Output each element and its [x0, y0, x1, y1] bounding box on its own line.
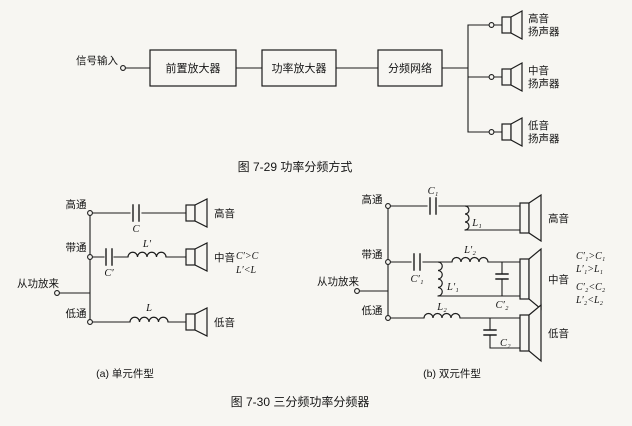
b-note-2: L′₁>L₁: [575, 264, 603, 275]
b-C1-label: C₁: [428, 186, 439, 197]
a-capacitor-C: [132, 204, 140, 222]
b-woofer-speaker-icon: [519, 303, 542, 363]
b-midrange-label: 中音: [548, 273, 569, 286]
b-capacitor-C1: [429, 197, 437, 215]
fig30-caption: 图 7-30 三分频功率分频器: [231, 394, 370, 409]
b-lowpass-terminal: [385, 315, 391, 321]
woofer-terminal: [488, 129, 495, 135]
b-L1prime-label: L′₁: [446, 282, 459, 293]
crossover-network-label: 分频网络: [388, 61, 432, 75]
tweeter-label-line2: 扬声器: [528, 25, 560, 38]
b-C2prime-label: C′₂: [496, 300, 509, 311]
a-woofer-speaker-icon: [185, 307, 208, 337]
crossover-network-block: [377, 49, 443, 87]
b-wires: [358, 205, 521, 349]
b-C1prime-label: C′₁: [411, 274, 424, 285]
a-capacitor-Cprime: [105, 248, 113, 266]
b-tweeter-speaker-icon: [519, 193, 542, 243]
b-coil-L1: [464, 205, 470, 231]
b-input-terminal: [354, 288, 360, 294]
tweeter-terminal: [488, 22, 495, 28]
b-note-1: C′₁>C₁: [576, 251, 605, 262]
b-L2prime-label: L′₂: [463, 245, 476, 256]
a-highpass-terminal: [87, 210, 93, 216]
b-tweeter-label: 高音: [548, 212, 569, 225]
midrange-label-line1: 中音: [528, 64, 549, 77]
fig-7-30b: 高通 带通 低通 从功放来 C₁ L₁ C′₁ L′₁ L′₂ C′₂ L₂ C…: [317, 186, 606, 380]
a-note-1: C′>C: [236, 251, 259, 262]
b-coil-L2prime: [451, 256, 489, 263]
a-tweeter-label: 高音: [214, 207, 235, 220]
a-cap-Cprime-label: C′: [104, 268, 114, 279]
preamp-block: [149, 49, 237, 87]
a-wires: [58, 212, 187, 323]
woofer-label-line1: 低音: [528, 119, 549, 132]
a-note-2: L′<L: [235, 265, 256, 276]
b-capacitor-C2prime: [495, 273, 509, 280]
b-bandpass-terminal: [385, 259, 391, 265]
power-amp-block: [261, 49, 337, 87]
midrange-label-line2: 扬声器: [528, 77, 560, 90]
tweeter-label-line1: 高音: [528, 12, 549, 25]
fig-7-29: 信号输入 前置放大器 功率放大器 分频网络 高音 扬声器 中音 扬声器 低音 扬…: [76, 9, 560, 174]
midrange-speaker-icon: [501, 61, 523, 93]
signal-input-label: 信号输入: [76, 54, 118, 67]
a-midrange-speaker-icon: [185, 242, 208, 272]
a-bandpass-terminal: [87, 254, 93, 260]
a-tweeter-speaker-icon: [185, 198, 208, 228]
a-subcaption: (a) 单元件型: [96, 367, 154, 380]
a-coil-Lprime-label: L′: [142, 239, 152, 250]
fig29-caption: 图 7-29 功率分频方式: [238, 159, 353, 174]
midrange-terminal: [488, 74, 495, 80]
a-lowpass-label: 低通: [66, 307, 87, 320]
a-midrange-label: 中音: [214, 251, 235, 264]
b-coil-L1prime: [437, 261, 443, 297]
fig29-wires: [124, 24, 503, 133]
b-bandpass-label: 带通: [362, 249, 383, 261]
b-from-amp-label: 从功放来: [317, 275, 359, 288]
b-woofer-label: 低音: [548, 327, 569, 340]
a-coil-L-label: L: [145, 303, 152, 314]
b-note-3: C′₂<C₂: [576, 282, 606, 293]
a-lowpass-terminal: [87, 319, 93, 325]
b-coil-L2: [423, 312, 461, 319]
b-highpass-label: 高通: [362, 193, 383, 206]
preamp-label: 前置放大器: [166, 61, 221, 75]
a-input-terminal: [54, 290, 60, 296]
woofer-label-line2: 扬声器: [528, 132, 560, 145]
a-coil-Lprime: [127, 251, 167, 258]
b-C2-label: C₂: [500, 338, 511, 349]
a-woofer-label: 低音: [214, 316, 235, 329]
b-midrange-speaker-icon: [519, 247, 542, 311]
woofer-speaker-icon: [501, 116, 523, 148]
b-capacitor-C2: [483, 329, 497, 336]
a-coil-L: [129, 316, 169, 323]
b-note-4: L′₂<L₂: [575, 295, 604, 306]
a-bandpass-label: 带通: [66, 242, 87, 254]
fig-7-30a: 高通 带通 低通 从功放来 C C′ L′ L 高音 中音 低音: [17, 198, 259, 380]
power-amp-label: 功率放大器: [272, 61, 327, 75]
tweeter-speaker-icon: [501, 9, 523, 41]
b-highpass-terminal: [385, 203, 391, 209]
b-subcaption: (b) 双元件型: [423, 367, 481, 380]
b-capacitor-C1prime: [413, 253, 421, 271]
b-lowpass-label: 低通: [362, 304, 383, 317]
input-terminal: [120, 65, 126, 71]
b-L2-label: L₂: [436, 302, 447, 313]
a-highpass-label: 高通: [66, 198, 87, 211]
a-cap-C-label: C: [132, 224, 140, 235]
a-from-amp-label: 从功放来: [17, 277, 59, 290]
b-L1-label: L₁: [471, 218, 482, 229]
